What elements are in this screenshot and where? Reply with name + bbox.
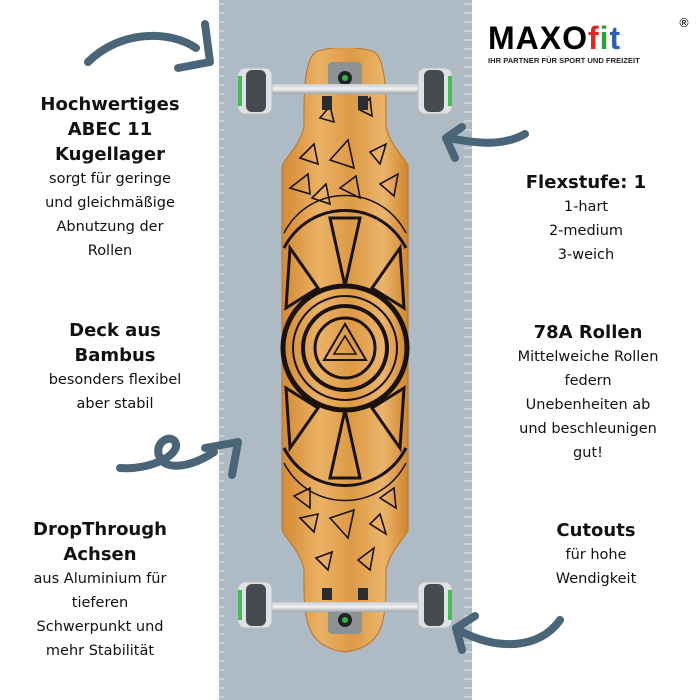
feature-body: 3-weich (557, 247, 615, 263)
arrow-from-cutouts-icon (454, 616, 564, 649)
band-rough-edge-left (219, 0, 227, 700)
feature-body: 1-hart (563, 199, 609, 215)
arrow-to-bearings-head-icon (174, 20, 214, 72)
arrow-to-deck-icon (116, 434, 218, 473)
feature-heading: Kugellager (55, 144, 165, 165)
rear-left-wheel-icon (237, 581, 273, 629)
feature-body: federn (564, 373, 612, 389)
feature-trucks: DropThrough Achsen aus Aluminium für tie… (0, 517, 200, 663)
feature-heading: Cutouts (556, 520, 636, 541)
brand-tagline: IHR PARTNER FÜR SPORT UND FREIZEIT (488, 56, 640, 65)
feature-cutouts: Cutouts für hohe Wendigkeit (496, 518, 696, 591)
arrow-from-cutouts-head-icon (452, 612, 479, 654)
feature-body: Mittelweiche Rollen (517, 349, 659, 365)
feature-body: Schwerpunkt und (36, 619, 164, 635)
feature-body: besonders flexibel (48, 372, 182, 388)
longboard-image (237, 48, 453, 653)
feature-heading: DropThrough (33, 519, 167, 540)
deck-icon (281, 48, 409, 653)
feature-body: tieferen (71, 595, 129, 611)
feature-bearings: Hochwertiges ABEC 11 Kugellager sorgt fü… (0, 92, 220, 263)
feature-flex: Flexstufe: 1 1-hart 2-medium 3-weich (486, 170, 686, 267)
feature-heading: Bambus (74, 345, 156, 366)
tribal-pattern-icon (280, 96, 410, 572)
brand-letter-i: i (599, 20, 610, 56)
brand-name-maxo: MAXO (488, 20, 588, 56)
arrow-to-deck-head-icon (201, 438, 242, 479)
feature-heading: Achsen (63, 544, 137, 565)
feature-heading: 78A Rollen (533, 322, 643, 343)
arrow-to-bearings-icon (84, 31, 200, 66)
front-truck-icon (260, 62, 430, 110)
feature-body: Unebenheiten ab (525, 397, 651, 413)
rear-truck-icon (260, 588, 430, 634)
feature-deck: Deck aus Bambus besonders flexibel aber … (0, 318, 230, 416)
brand-letter-f: f (588, 20, 600, 56)
arrow-from-flex-head-icon (442, 123, 466, 162)
brand-logo: MAXOfit ® IHR PARTNER FÜR SPORT UND FREI… (488, 16, 698, 65)
feature-body: aber stabil (76, 396, 154, 412)
feature-body: sorgt für geringe (49, 171, 171, 187)
arrow-from-flex-icon (444, 130, 529, 147)
band-rough-edge-right (464, 0, 472, 700)
feature-body: 2-medium (548, 223, 624, 239)
front-right-wheel-icon (417, 67, 453, 115)
feature-body: gut! (573, 445, 603, 461)
feature-heading: Flexstufe: 1 (525, 172, 647, 193)
feature-body: mehr Stabilität (45, 643, 155, 659)
feature-body: und gleichmäßige (45, 195, 175, 211)
feature-body: und beschleunigen (519, 421, 657, 437)
rear-right-wheel-icon (417, 581, 453, 629)
feature-body: Rollen (87, 243, 133, 259)
feature-body: Abnutzung der (56, 219, 164, 235)
brand-letter-t: t (609, 20, 622, 56)
feature-wheels: 78A Rollen Mittelweiche Rollen federn Un… (476, 320, 700, 465)
feature-body: für hohe (565, 547, 627, 563)
front-left-wheel-icon (237, 67, 273, 115)
feature-body: Wendigkeit (555, 571, 637, 587)
brand-wordmark: MAXOfit (488, 22, 698, 54)
feature-heading: Deck aus (69, 320, 161, 341)
feature-heading: Hochwertiges (40, 94, 180, 115)
registered-mark: ® (678, 16, 690, 30)
feature-heading: ABEC 11 (67, 119, 153, 140)
feature-body: aus Aluminium für (33, 571, 167, 587)
